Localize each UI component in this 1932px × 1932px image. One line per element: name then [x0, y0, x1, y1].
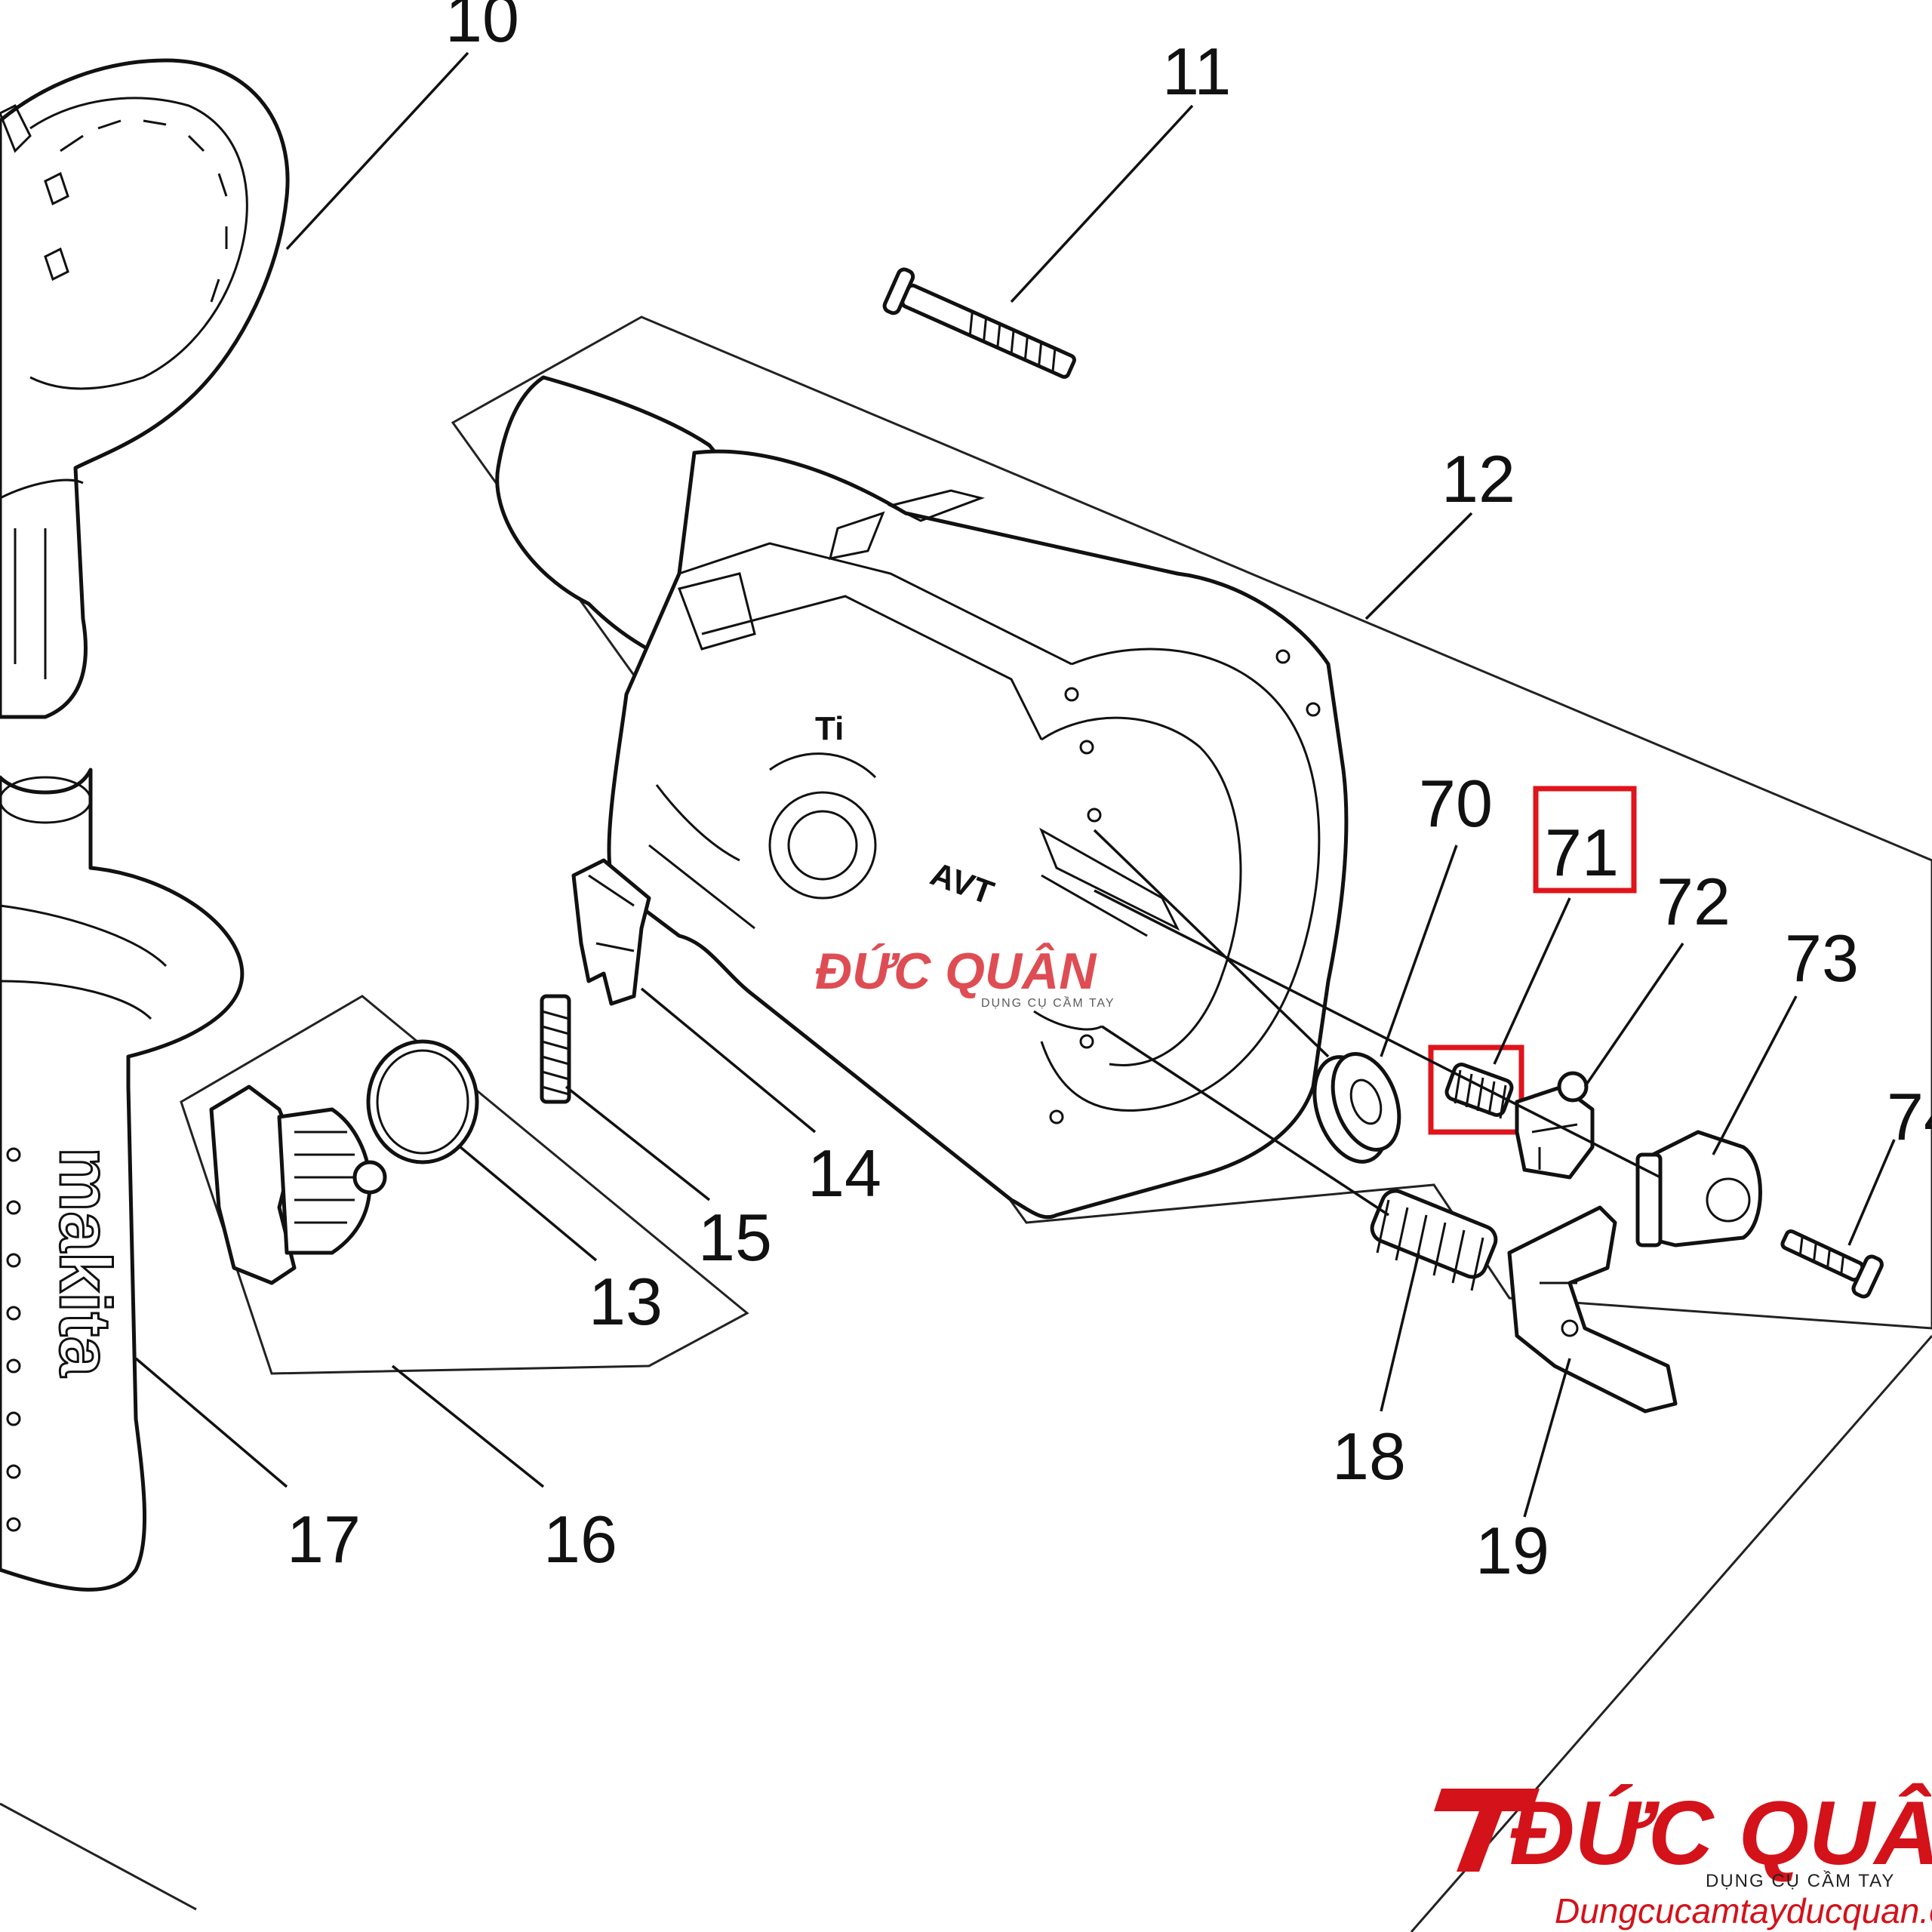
- watermark-name: ĐỨC QUÂN: [815, 942, 1097, 1000]
- brand-logo: ĐỨC QUÂN DỤNG CỤ CẦM TAY Dungcucamtayduc…: [1434, 1783, 1932, 1930]
- logo-tagline: DỤNG CỤ CẦM TAY: [1706, 1870, 1895, 1891]
- leader-74: [1847, 1139, 1896, 1246]
- watermark: ĐỨC QUÂN DỤNG CỤ CẦM TAY: [815, 942, 1115, 1010]
- logo-url: Dungcucamtayducquan.com: [1555, 1891, 1932, 1930]
- leader-11: [1010, 104, 1194, 303]
- label-part-14: 14: [808, 1136, 881, 1211]
- part-71-spring: [1444, 1063, 1514, 1119]
- leader-72: [1583, 943, 1684, 1088]
- leader-70: [1380, 844, 1458, 1057]
- leader-71: [1493, 897, 1571, 1065]
- guide-line-3: [1101, 1025, 1389, 1217]
- part-70-bearing: [1312, 1051, 1401, 1164]
- part-14-lever: [571, 858, 651, 1006]
- leader-14: [640, 987, 817, 1134]
- label-part-74: 74: [1887, 1079, 1932, 1154]
- leader-19: [1523, 1358, 1571, 1518]
- label-part-15: 15: [698, 1200, 772, 1275]
- leader-15: [565, 1085, 711, 1201]
- part-19-bracket: [1507, 1205, 1678, 1414]
- label-part-17: 17: [287, 1502, 361, 1577]
- brand-mark: makita: [45, 1147, 125, 1377]
- leader-73: [1712, 995, 1798, 1155]
- label-part-19: 19: [1475, 1513, 1549, 1588]
- leader-18: [1380, 1252, 1420, 1412]
- part-18-spring: [1370, 1189, 1498, 1291]
- part-11-screw: [882, 267, 1076, 379]
- part-16-knob: [209, 1084, 387, 1285]
- leader-16: [391, 1364, 545, 1488]
- part-10-front-housing: [0, 58, 290, 719]
- group-outline-lower-right: [1410, 1335, 1932, 1932]
- group-outline-lower: [0, 1802, 197, 1911]
- part-73-lock-button: [1635, 1130, 1762, 1247]
- leader-13: [459, 1146, 598, 1262]
- label-part-13: 13: [589, 1264, 663, 1339]
- leader-17: [134, 1357, 288, 1488]
- guide-line-1: [1093, 829, 1330, 1058]
- o-ring-inner: [376, 1049, 469, 1155]
- label-part-12: 12: [1441, 441, 1515, 516]
- highlight-box-part-71: [1428, 1044, 1524, 1135]
- label-part-72: 72: [1657, 864, 1730, 939]
- part-12-gear-housing: AVT Ti: [495, 375, 1349, 1220]
- group-outline-16: [180, 995, 749, 1375]
- group-outline-12: [451, 315, 1932, 1330]
- label-part-16: 16: [543, 1502, 617, 1577]
- logo-name: ĐỨC QUÂN: [1509, 1783, 1932, 1884]
- handle-grip-dots: [6, 1147, 21, 1532]
- part-15-spring: [540, 994, 571, 1104]
- label-part-70: 70: [1419, 766, 1493, 841]
- part-72-plunger: [1515, 1071, 1595, 1180]
- leader-10: [285, 51, 469, 251]
- drill-logo-icon: [1434, 1789, 1540, 1872]
- watermark-tagline: DỤNG CỤ CẦM TAY: [981, 995, 1115, 1010]
- label-part-10: 10: [445, 0, 519, 56]
- part-74-screw: [1780, 1229, 1884, 1299]
- ti-mark: Ti: [815, 710, 844, 747]
- part-13-o-ring: [366, 1039, 479, 1164]
- label-part-18: 18: [1332, 1419, 1406, 1494]
- label-part-11: 11: [1162, 34, 1231, 109]
- guide-line-2: [1094, 889, 1661, 1179]
- label-part-73: 73: [1785, 921, 1859, 995]
- part-17-side-handle: makita: [0, 768, 245, 1592]
- label-part-71: 71: [1545, 815, 1619, 890]
- highlight-box-label-71: [1533, 786, 1637, 894]
- leader-12: [1364, 512, 1473, 620]
